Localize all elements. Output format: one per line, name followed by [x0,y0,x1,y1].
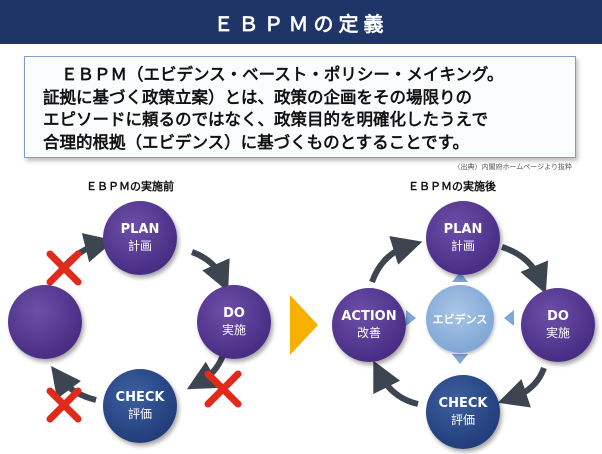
after-arrow-check-to-action [373,360,419,407]
after-plan-node: PLAN 計画 [426,201,500,275]
before-do-node: DO 実施 [197,285,271,359]
evidence-spokes [406,272,514,364]
transition-arrow [290,295,318,355]
after-do-sublabel: 実施 [545,326,570,340]
after-arrow-action-to-plan [369,236,423,284]
before-check-label: CHECK [115,390,165,405]
definition-line-2: 証拠に基づく政策立案）とは、政策の企画をその場限りの [43,87,472,107]
after-check-sublabel: 評価 [450,413,475,427]
definition-box: ＥＢＰＭ（エビデンス・ベースト・ポリシー・メイキング。 証拠に基づく政策立案）と… [24,56,576,158]
after-action-label: ACTION [341,309,397,324]
after-plan-label: PLAN [443,222,483,237]
before-do-sublabel: 実施 [221,323,246,337]
definition-line-4: 合理的根拠（エビデンス）に基づくものとすることです。 [43,132,470,152]
before-action-node-empty [8,285,82,359]
definition-line-3: エピソードに頼るのではなく、政策目的を明確化したうえで [43,110,489,129]
before-plan-node: PLAN 計画 [103,201,177,275]
before-do-label: DO [223,306,245,321]
after-arrow-plan-to-do [501,244,549,294]
before-cross-bottom-right [204,370,242,408]
after-action-node: ACTION 改善 [332,288,406,362]
title-bar: ＥＢＰＭの定義 [0,0,602,44]
after-title: ＥＢＰＭの実施後 [408,180,496,193]
after-check-node: CHECK 評価 [426,375,500,449]
before-plan-label: PLAN [120,222,160,237]
after-do-label: DO [547,309,569,324]
before-check-node: CHECK 評価 [103,369,177,443]
source-note: （出典）内閣府ホームページより抜粋 [453,163,572,171]
before-cross-bottom-left [46,387,82,423]
page-title: ＥＢＰＭの定義 [213,11,389,36]
after-check-label: CHECK [438,396,488,411]
before-arrow-plan-to-do [190,249,230,292]
after-action-sublabel: 改善 [356,326,381,340]
before-cross-top [46,250,82,286]
before-check-sublabel: 評価 [127,407,152,421]
evidence-node: エビデンス [426,285,494,353]
definition-line-1: ＥＢＰＭ（エビデンス・ベースト・ポリシー・メイキング。 [61,65,504,84]
after-plan-sublabel: 計画 [450,239,475,253]
after-do-node: DO 実施 [521,288,595,362]
before-plan-sublabel: 計画 [127,239,152,253]
after-arrow-do-to-check [497,366,547,408]
before-title: ＥＢＰＭの実施前 [86,180,174,193]
